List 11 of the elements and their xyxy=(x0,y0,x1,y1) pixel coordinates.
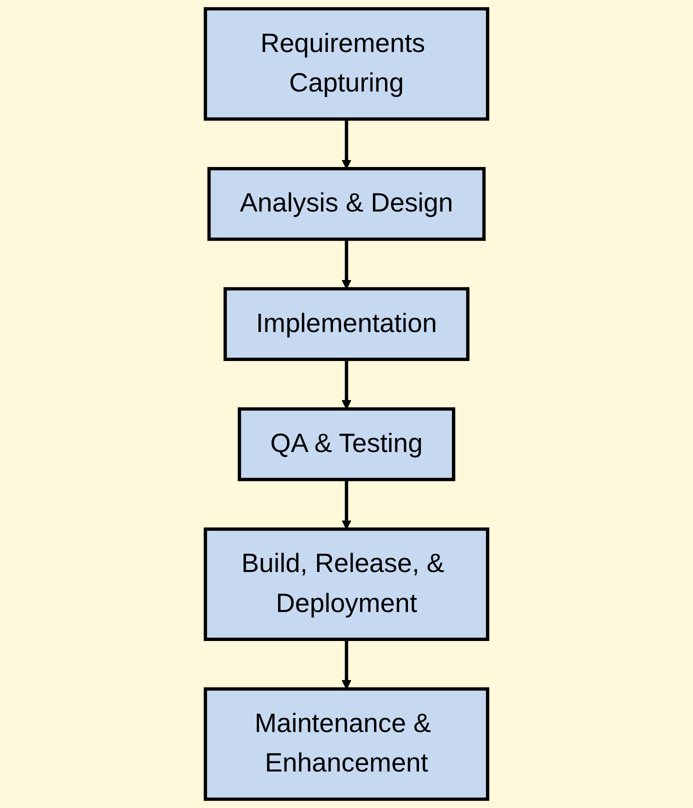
arrow xyxy=(342,480,352,530)
arrow xyxy=(342,119,352,170)
node-box: Requirements Capturing xyxy=(204,7,490,121)
arrow xyxy=(342,239,352,290)
node-box: Build, Release, & Deployment xyxy=(204,527,490,641)
node-box: Maintenance & Enhancement xyxy=(204,687,490,801)
node-box: QA & Testing xyxy=(238,407,456,482)
node-box: Implementation xyxy=(224,287,470,361)
arrow xyxy=(342,359,352,410)
node-box: Analysis & Design xyxy=(207,167,486,241)
arrow xyxy=(342,639,352,690)
